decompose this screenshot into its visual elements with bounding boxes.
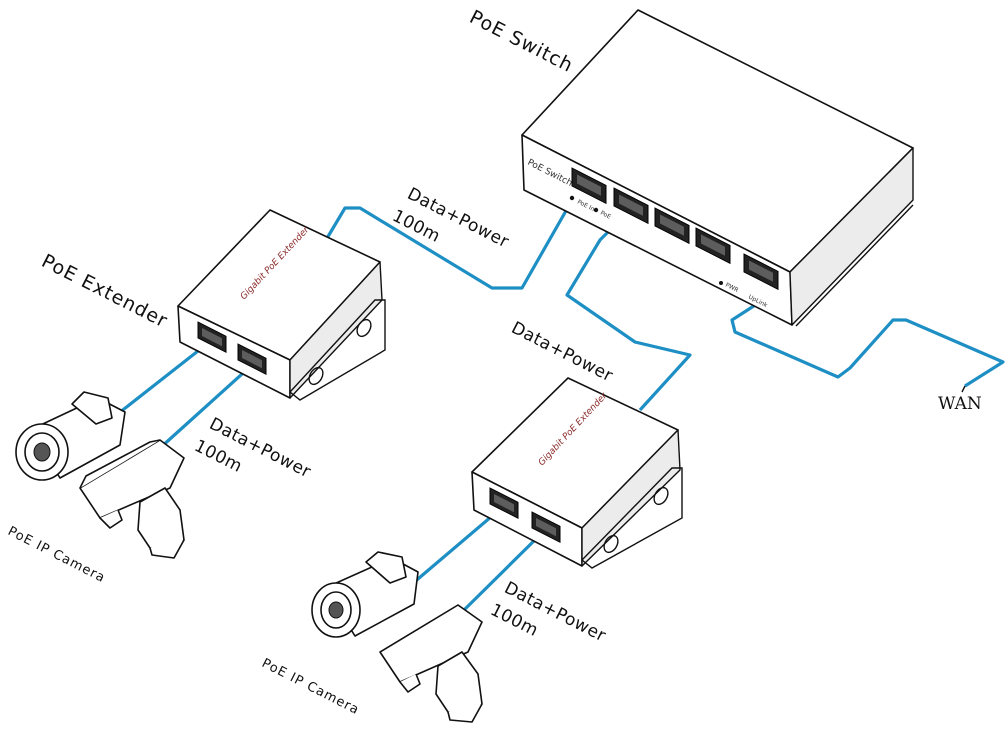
cable-uplink-to-wan [730, 279, 1005, 388]
poe-extender-2: Gigabit PoE Extender [471, 377, 683, 569]
extender-1-port-2 [237, 343, 267, 376]
switch-led-1 [569, 195, 575, 201]
switch-uplink-port [743, 253, 779, 291]
bullet-camera-1 [15, 391, 126, 481]
cable-switch-to-extender-2 [565, 208, 692, 412]
cable-extender2-to-box-camera [460, 528, 547, 614]
switch-port-poe-label: PoE [599, 210, 612, 221]
switch-led-2 [593, 207, 599, 213]
extender-1-port-1 [197, 321, 227, 354]
bullet-camera-2 [311, 551, 419, 638]
extender-2-port-1 [489, 487, 519, 520]
box-camera-1 [79, 439, 185, 559]
box-camera-2 [379, 604, 483, 723]
extender-2-port-2 [531, 511, 561, 544]
switch-port-1 [571, 167, 607, 205]
wan-marker [961, 385, 966, 393]
wan-label: WAN [938, 394, 982, 414]
poe-extender-1: Gigabit PoE Extender [177, 209, 386, 401]
poe-switch: PoE Switch PoE In PoE PWR UpLink [521, 9, 914, 327]
cable-extender1-to-bullet-camera [109, 338, 213, 422]
switch-port-3 [654, 207, 690, 245]
switch-port-2 [613, 187, 649, 225]
cable-extender1-to-box-camera [158, 363, 254, 450]
switch-port-4 [695, 227, 731, 265]
switch-led-pwr [719, 281, 723, 285]
